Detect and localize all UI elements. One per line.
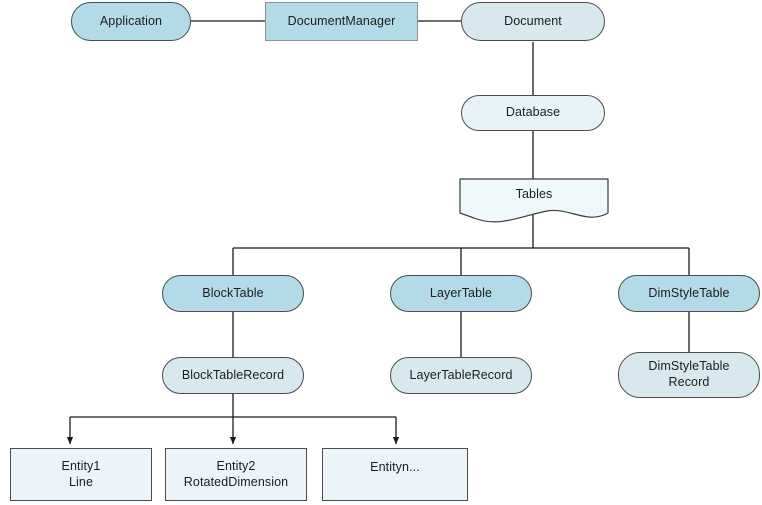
node-entityn[interactable]: Entityn... bbox=[322, 448, 468, 501]
node-entity1[interactable]: Entity1 Line bbox=[10, 448, 152, 501]
node-block-table-record-label: BlockTableRecord bbox=[181, 367, 285, 382]
node-layer-table[interactable]: LayerTable bbox=[390, 275, 532, 312]
node-dimstyle-table-record-label: DimStyleTable Record bbox=[648, 359, 730, 389]
node-document-manager[interactable]: DocumentManager bbox=[265, 2, 418, 41]
node-document[interactable]: Document bbox=[461, 2, 605, 41]
node-dimstyle-table-record[interactable]: DimStyleTable Record bbox=[618, 352, 760, 398]
node-database[interactable]: Database bbox=[461, 95, 605, 131]
node-layer-table-record[interactable]: LayerTableRecord bbox=[390, 357, 532, 394]
node-entity2[interactable]: Entity2 RotatedDimension bbox=[165, 448, 307, 501]
node-tables[interactable]: Tables bbox=[459, 178, 609, 224]
node-block-table-label: BlockTable bbox=[202, 285, 264, 300]
node-layer-table-record-label: LayerTableRecord bbox=[409, 367, 513, 382]
node-dimstyle-table-label: DimStyleTable bbox=[648, 285, 730, 300]
node-tables-label: Tables bbox=[515, 187, 553, 202]
node-entity2-label: Entity2 RotatedDimension bbox=[183, 458, 289, 489]
node-application[interactable]: Application bbox=[71, 2, 191, 41]
tables-document-shape bbox=[459, 178, 609, 223]
node-database-label: Database bbox=[505, 105, 561, 120]
node-block-table[interactable]: BlockTable bbox=[162, 275, 304, 312]
node-layer-table-label: LayerTable bbox=[429, 285, 493, 300]
node-entity1-label: Entity1 Line bbox=[61, 458, 101, 489]
node-block-table-record[interactable]: BlockTableRecord bbox=[162, 357, 304, 394]
node-application-label: Application bbox=[99, 13, 163, 28]
node-dimstyle-table[interactable]: DimStyleTable bbox=[618, 275, 760, 312]
node-document-label: Document bbox=[504, 13, 562, 28]
node-entityn-label: Entityn... bbox=[370, 459, 420, 474]
node-document-manager-label: DocumentManager bbox=[287, 13, 396, 28]
